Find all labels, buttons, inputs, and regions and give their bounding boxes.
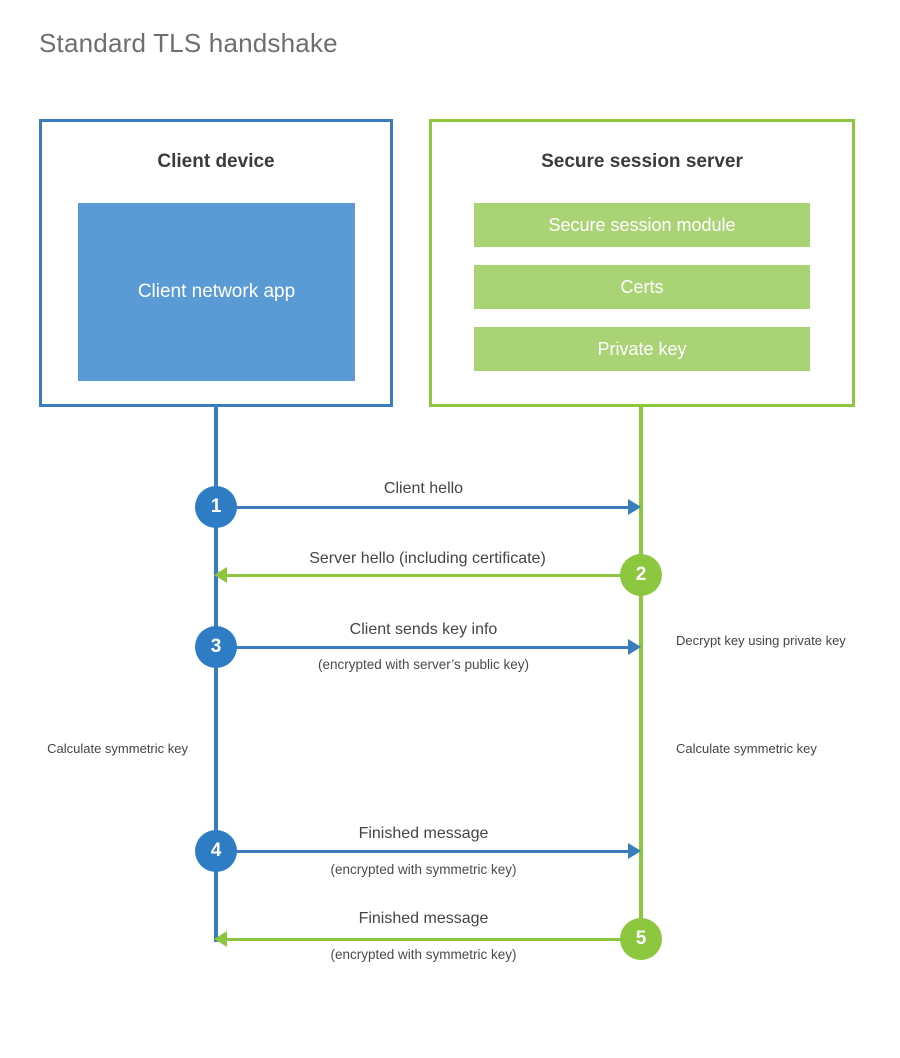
client-lifeline	[214, 406, 218, 942]
secure-session-server-box: Secure session server Secure session mod…	[429, 119, 855, 407]
private-key-block: Private key	[474, 327, 810, 371]
step-4-arrow-head-icon	[628, 843, 641, 859]
step-marker-3: 3	[195, 626, 237, 668]
step-2-arrow-head-icon	[214, 567, 227, 583]
secure-session-module-block: Secure session module	[474, 203, 810, 247]
step-3-label: Client sends key info	[349, 621, 498, 638]
step-3-sublabel: (encrypted with server’s public key)	[317, 657, 530, 672]
server-lifeline	[639, 406, 643, 941]
step-4-sublabel: (encrypted with symmetric key)	[330, 862, 517, 877]
step-3-arrow-line	[216, 646, 631, 649]
step-4-label: Finished message	[358, 825, 489, 842]
step-marker-1: 1	[195, 486, 237, 528]
step-5-label: Finished message	[358, 910, 489, 927]
step-5-sublabel: (encrypted with symmetric key)	[330, 947, 517, 962]
note-server-calculate-symmetric-key: Calculate symmetric key	[676, 741, 817, 756]
step-marker-2: 2	[620, 554, 662, 596]
step-2-label: Server hello (including certificate)	[309, 550, 546, 567]
step-4-arrow-line	[216, 850, 631, 853]
step-2-arrow-line	[227, 574, 641, 577]
client-network-app-block: Client network app	[78, 203, 355, 381]
note-client-calculate-symmetric-key: Calculate symmetric key	[47, 741, 188, 756]
step-marker-5: 5	[620, 918, 662, 960]
step-5-arrow-line	[227, 938, 641, 941]
note-decrypt-key: Decrypt key using private key	[676, 633, 846, 648]
step-1-label: Client hello	[383, 480, 464, 497]
client-device-title: Client device	[157, 151, 275, 172]
secure-session-server-title: Secure session server	[541, 151, 743, 172]
step-3-arrow-head-icon	[628, 639, 641, 655]
step-5-arrow-head-icon	[214, 931, 227, 947]
step-marker-4: 4	[195, 830, 237, 872]
step-1-arrow-head-icon	[628, 499, 641, 515]
step-1-arrow-line	[216, 506, 631, 509]
certs-block: Certs	[474, 265, 810, 309]
client-device-box: Client device Client network app	[39, 119, 393, 407]
page-title: Standard TLS handshake	[39, 28, 338, 58]
